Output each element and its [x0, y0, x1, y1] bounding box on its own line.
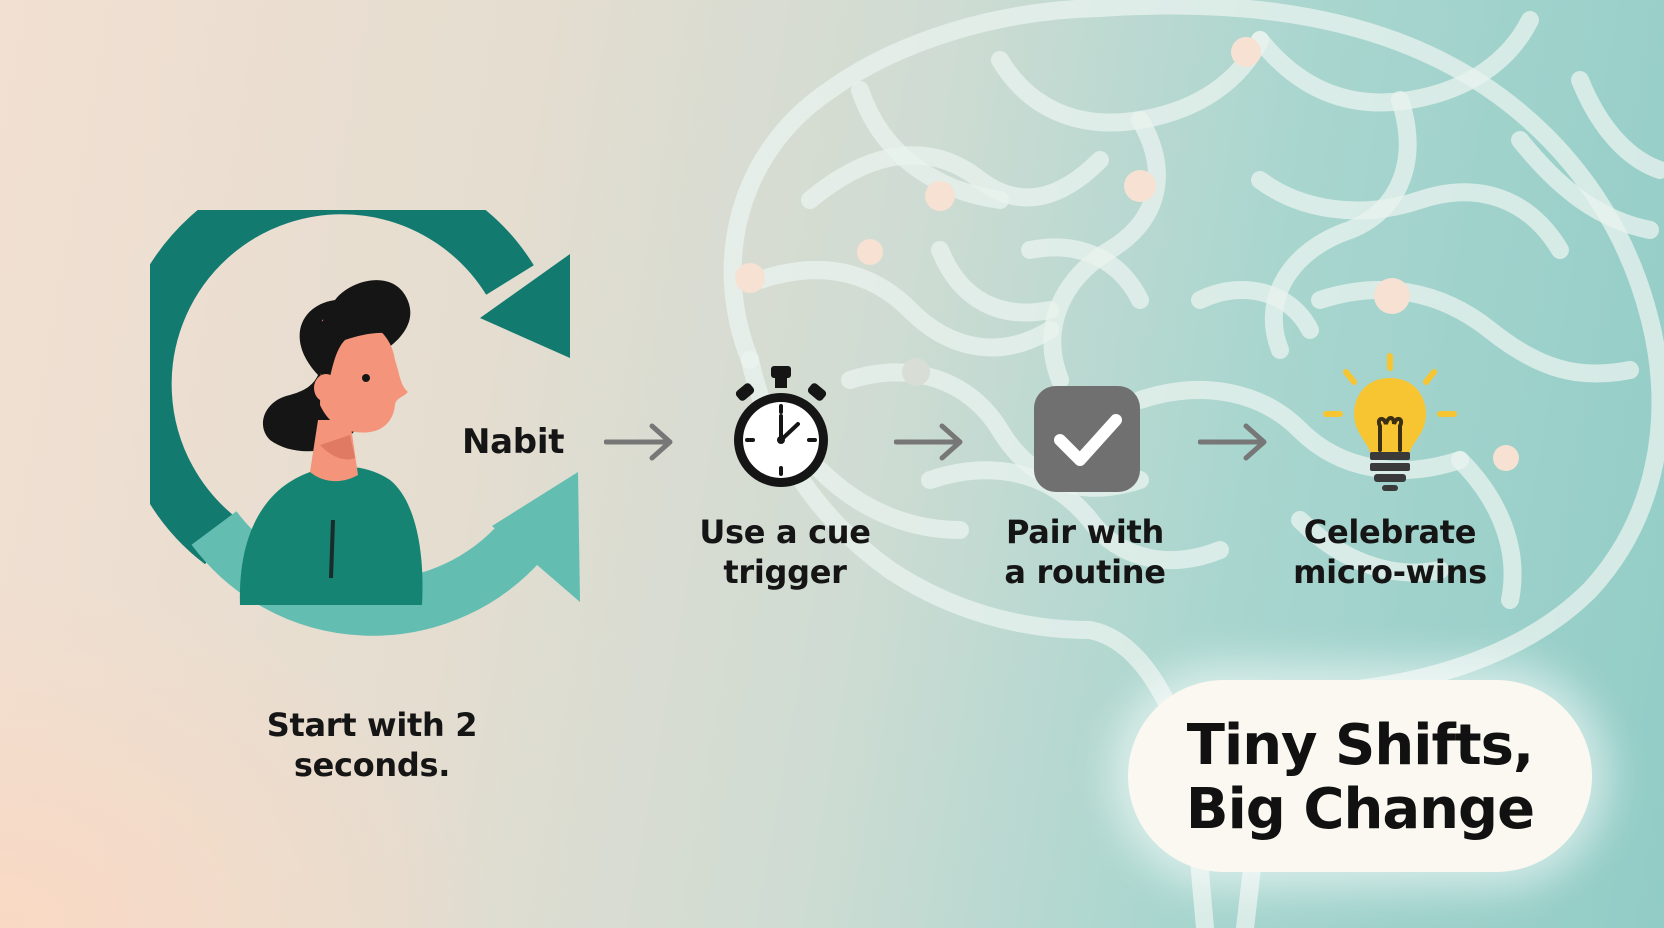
- arrow-right-icon: [604, 423, 673, 461]
- step-cue-label: Use a cue trigger: [699, 513, 871, 591]
- start-caption: Start with 2 seconds.: [266, 706, 478, 784]
- tagline-card: Tiny Shifts, Big Change: [1128, 680, 1592, 872]
- stopwatch-icon: [734, 366, 828, 487]
- habit-loop-illustration: [150, 210, 580, 636]
- loop-arrow-upper-icon: [150, 210, 534, 565]
- step-celebrate-label: Celebrate micro-wins: [1293, 513, 1487, 591]
- lightbulb-icon: [1323, 353, 1457, 491]
- arrow-right-icon: [894, 423, 963, 461]
- checkmark-icon: [1034, 386, 1140, 492]
- tagline: Tiny Shifts, Big Change: [1185, 713, 1535, 842]
- loop-arrowhead-upper-icon: [480, 254, 570, 358]
- person-icon: [239, 280, 423, 605]
- loop-arrowhead-lower-icon: [492, 472, 580, 602]
- step-routine-label: Pair with a routine: [1004, 513, 1166, 591]
- loop-label: Nabit: [462, 422, 565, 462]
- arrow-right-icon: [1198, 423, 1267, 461]
